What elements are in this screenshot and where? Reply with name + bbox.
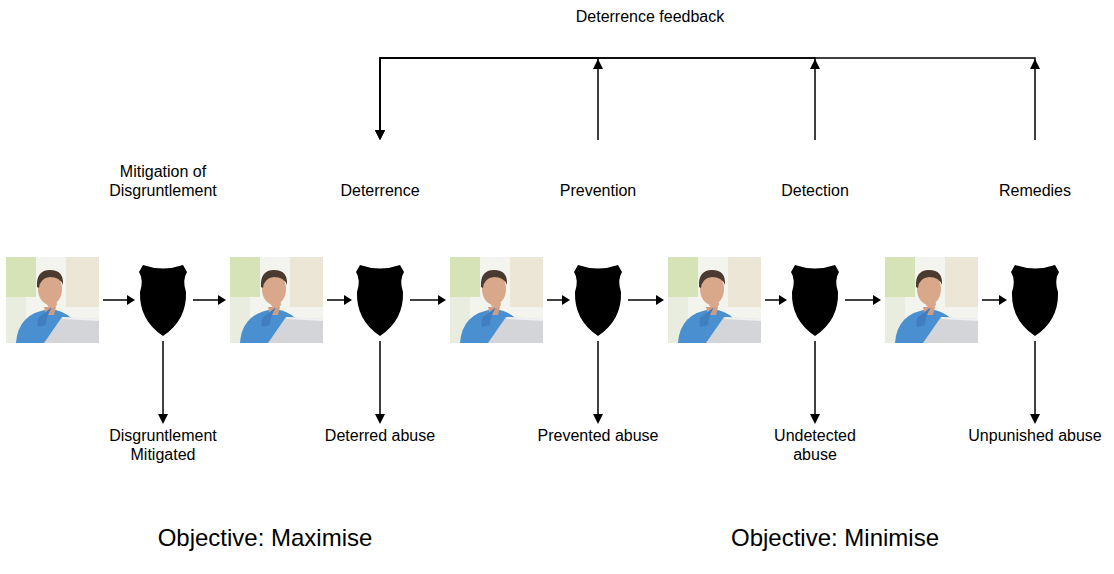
control-heading: Deterrence (340, 181, 419, 200)
shield-icon (354, 262, 406, 338)
shield-icon (1009, 262, 1061, 338)
feedback-connector (375, 58, 598, 140)
feedback-heads (593, 59, 1040, 69)
control-heading: Mitigation of Disgruntlement (101, 162, 226, 200)
control-column: DeterrenceDeterred abuse (315, 140, 445, 445)
outcome-arrow (588, 338, 608, 426)
control-heading: Detection (781, 181, 849, 200)
shield-icon (789, 262, 841, 338)
outcome-text: Prevented abuse (538, 426, 659, 445)
control-column: Mitigation of DisgruntlementDisgruntleme… (101, 140, 226, 464)
outcome-text: Unpunished abuse (968, 426, 1101, 445)
control-heading: Prevention (560, 181, 637, 200)
objective-label: Objective: Minimise (731, 524, 939, 552)
objective-label: Objective: Maximise (158, 524, 373, 552)
shield-icon (572, 262, 624, 338)
outcome-text: Undetected abuse (760, 426, 870, 464)
control-column: RemediesUnpunished abuse (960, 140, 1110, 445)
outcome-arrow (370, 338, 390, 426)
outcome-text: Deterred abuse (325, 426, 435, 445)
outcome-arrow (805, 338, 825, 426)
control-heading: Remedies (999, 181, 1071, 200)
feedback-connector (375, 58, 1035, 140)
flow-arrows (103, 295, 1007, 305)
control-column: DetectionUndetected abuse (760, 140, 870, 464)
outcome-text: Disgruntlement Mitigated (101, 426, 226, 464)
outcome-arrow (1025, 338, 1045, 426)
shield-icon (137, 262, 189, 338)
control-column: PreventionPrevented abuse (533, 140, 663, 445)
feedback-connector (375, 58, 815, 140)
outcome-arrow (153, 338, 173, 426)
person-photo (6, 257, 978, 343)
feedback-label: Deterrence feedback (576, 8, 725, 26)
